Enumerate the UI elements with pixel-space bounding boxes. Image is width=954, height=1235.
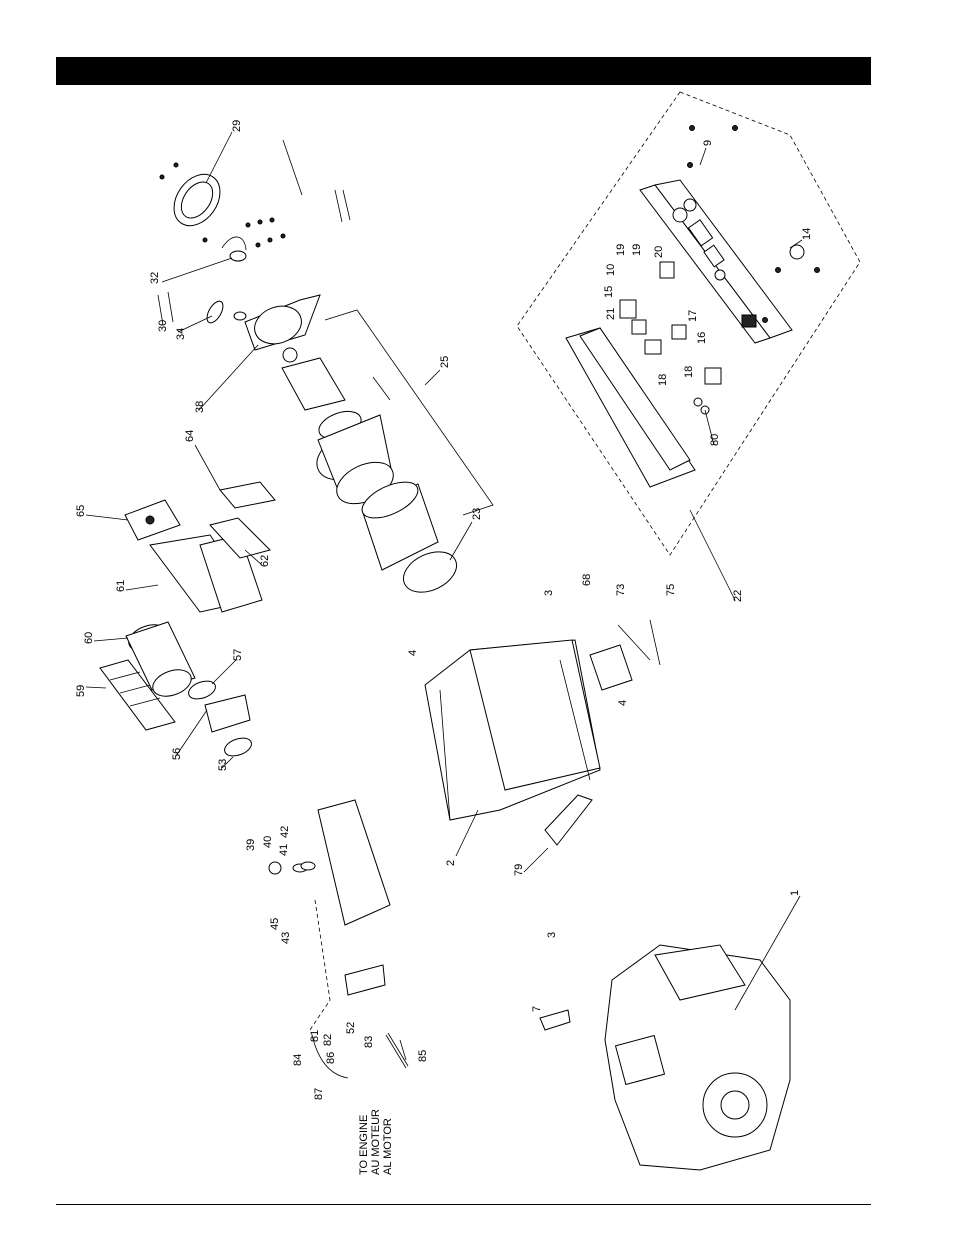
callout-16: 16 bbox=[696, 332, 708, 344]
callout-59: 59 bbox=[75, 685, 87, 697]
alternator-stator bbox=[316, 414, 394, 505]
callout-68: 68 bbox=[581, 574, 593, 586]
stator-shroud bbox=[361, 481, 439, 571]
battery-68 bbox=[589, 644, 633, 691]
callout-19a: 19 bbox=[615, 244, 627, 256]
callout-3b: 3 bbox=[546, 932, 558, 938]
callout-73: 73 bbox=[615, 584, 627, 596]
callout-75: 75 bbox=[665, 584, 677, 596]
callout-14: 14 bbox=[801, 228, 813, 240]
callout-3a: 3 bbox=[543, 590, 555, 596]
callout-62: 62 bbox=[259, 555, 271, 567]
callout-32: 32 bbox=[149, 272, 161, 284]
rod-75 bbox=[617, 619, 661, 666]
callout-79: 79 bbox=[513, 864, 525, 876]
callout-60: 60 bbox=[83, 632, 95, 644]
callout-65: 65 bbox=[75, 505, 87, 517]
callout-38: 38 bbox=[194, 401, 206, 413]
engine-note-en: TO ENGINE bbox=[358, 1115, 370, 1175]
callout-numbers: 29 9 32 30 34 38 25 64 65 62 61 60 59 57… bbox=[75, 120, 813, 1100]
small-screws bbox=[159, 162, 286, 248]
panel-screws bbox=[687, 125, 820, 323]
callout-17: 17 bbox=[687, 310, 699, 322]
muffler-cover-65 bbox=[124, 499, 181, 541]
callout-45: 45 bbox=[269, 918, 281, 930]
header-bar bbox=[56, 57, 871, 85]
callout-43: 43 bbox=[280, 932, 292, 944]
callout-25: 25 bbox=[439, 356, 451, 368]
callout-83: 83 bbox=[363, 1036, 375, 1048]
callout-53: 53 bbox=[217, 759, 229, 771]
callout-15: 15 bbox=[603, 286, 615, 298]
engine bbox=[604, 944, 791, 1171]
control-box-tray bbox=[565, 327, 696, 488]
control-panel-faceplate bbox=[639, 179, 793, 344]
callout-80: 80 bbox=[709, 434, 721, 446]
muffler-screen-59 bbox=[99, 659, 176, 731]
callout-64: 64 bbox=[184, 430, 196, 442]
callout-1: 1 bbox=[789, 890, 801, 896]
leader-lines bbox=[85, 131, 803, 1061]
callout-61: 61 bbox=[115, 580, 127, 592]
callout-9: 9 bbox=[702, 140, 714, 146]
callout-57: 57 bbox=[232, 649, 244, 661]
callout-18a: 18 bbox=[657, 374, 669, 386]
callout-87: 87 bbox=[313, 1088, 325, 1100]
callout-2: 2 bbox=[445, 860, 457, 866]
footer-rule bbox=[56, 1204, 871, 1205]
fuel-tank bbox=[268, 799, 391, 926]
control-components bbox=[619, 261, 722, 415]
callout-41: 41 bbox=[278, 844, 290, 856]
callout-10: 10 bbox=[605, 264, 617, 276]
callout-86: 86 bbox=[325, 1052, 337, 1064]
callout-42: 42 bbox=[279, 826, 291, 838]
bracket-79 bbox=[544, 794, 593, 846]
decal-52 bbox=[344, 964, 386, 996]
rear-housing bbox=[244, 294, 321, 363]
panel-knob bbox=[789, 244, 805, 260]
callout-4b: 4 bbox=[617, 700, 629, 706]
callout-52: 52 bbox=[345, 1022, 357, 1034]
callout-30: 30 bbox=[157, 320, 169, 332]
engine-note-es: AL MOTOR bbox=[382, 1118, 394, 1175]
switch-assembly bbox=[221, 236, 247, 262]
muffler-body-60 bbox=[125, 621, 196, 697]
fuel-tank-cap bbox=[173, 173, 221, 227]
callout-84: 84 bbox=[292, 1054, 304, 1066]
callout-82: 82 bbox=[322, 1034, 334, 1046]
callout-34: 34 bbox=[175, 328, 187, 340]
callout-40: 40 bbox=[262, 836, 274, 848]
callout-19b: 19 bbox=[631, 244, 643, 256]
bracket-64 bbox=[219, 481, 276, 509]
callout-20: 20 bbox=[653, 246, 665, 258]
callout-81: 81 bbox=[309, 1030, 321, 1042]
callout-18b: 18 bbox=[683, 366, 695, 378]
control-panel-boundary bbox=[516, 91, 861, 556]
small-parts-cluster bbox=[206, 300, 247, 324]
fuel-hose-assembly bbox=[311, 1032, 409, 1079]
long-bolts bbox=[157, 139, 391, 401]
bracket-7 bbox=[539, 1009, 571, 1031]
engine-note-fr: AU MOTEUR bbox=[370, 1109, 382, 1175]
callout-4a: 4 bbox=[407, 650, 419, 656]
callout-7: 7 bbox=[531, 1006, 543, 1012]
callout-85: 85 bbox=[417, 1050, 429, 1062]
callout-23: 23 bbox=[471, 508, 483, 520]
fuel-line bbox=[309, 899, 331, 1031]
callout-21: 21 bbox=[605, 308, 617, 320]
gaskets bbox=[188, 680, 252, 757]
frame bbox=[424, 639, 601, 821]
group-25-bracket bbox=[324, 309, 494, 516]
bracket-62 bbox=[209, 517, 271, 559]
callout-39: 39 bbox=[245, 839, 257, 851]
end-bell-23 bbox=[403, 551, 457, 593]
callout-29: 29 bbox=[231, 120, 243, 132]
engine-connection-note: TO ENGINE AU MOTEUR AL MOTOR bbox=[358, 1109, 394, 1175]
callout-22: 22 bbox=[732, 590, 744, 602]
